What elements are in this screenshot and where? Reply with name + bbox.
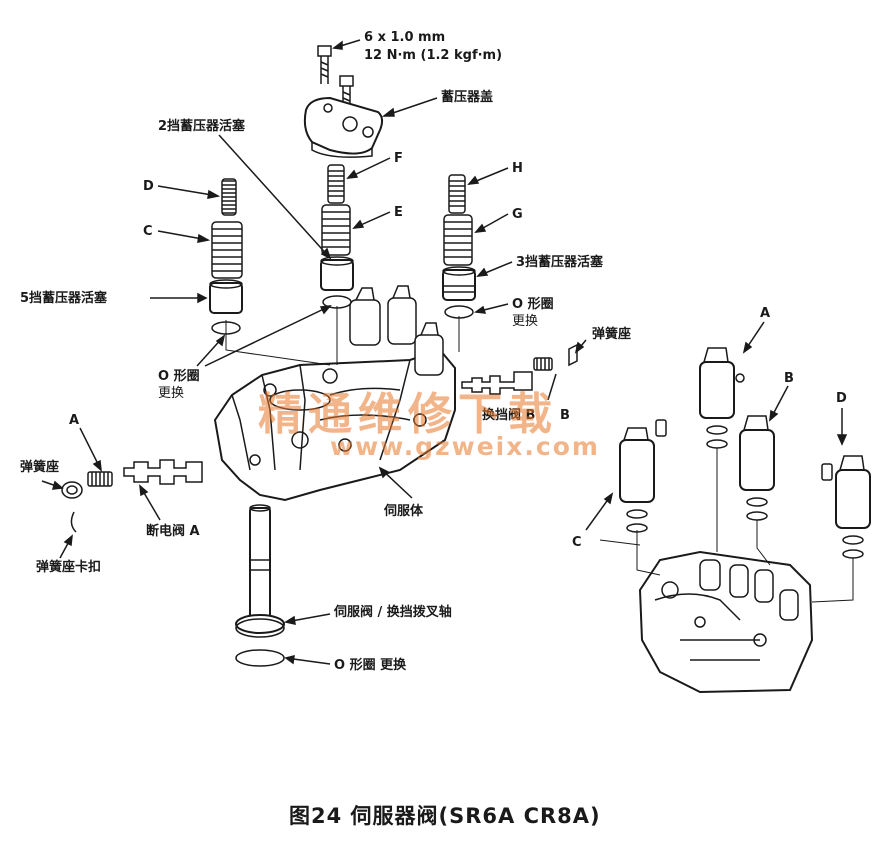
label-solenoid-a: A: [760, 306, 771, 321]
label-solenoid-c: C: [572, 535, 582, 550]
label-spring-seat-clip: 弹簧座卡扣: [36, 560, 102, 575]
label-solenoid-b: B: [784, 371, 794, 386]
label-cutoff-valve-a: 断电阀 A: [146, 524, 200, 539]
label-shift-valve-b: 换挡阀 B: [482, 408, 536, 423]
label-servo-valve-shaft: 伺服阀 / 换挡拨叉轴: [334, 605, 452, 620]
label-piston-5th: 5挡蓄压器活塞: [20, 291, 108, 306]
shift-valve-b: [461, 339, 587, 401]
label-piston-3rd: 3挡蓄压器活塞: [516, 255, 604, 270]
solenoid-d: [821, 408, 871, 559]
label-piston-2nd: 2挡蓄压器活塞: [158, 119, 246, 134]
piston-2nd: [320, 256, 354, 309]
label-solenoid-d: D: [836, 391, 847, 406]
bolt-spec-torque: 12 N·m (1.2 kgf·m): [364, 48, 503, 63]
figure-caption: 图24 伺服器阀(SR6A CR8A): [289, 804, 601, 828]
label-spring-d: D: [143, 179, 154, 194]
label-b-right: B: [560, 408, 570, 423]
label-oring-right-replace: 更换: [512, 314, 539, 329]
watermark-url: www.gzweix.com: [330, 432, 600, 461]
solenoid-b: [739, 385, 789, 521]
lower-valve-body: [638, 550, 814, 694]
label-oring-bottom: O 形圈 更换: [334, 658, 407, 673]
spring-leaders: [157, 157, 509, 243]
guide-lines: [225, 306, 460, 366]
label-spring-c: C: [143, 224, 153, 239]
label-oring-left-replace: 更换: [158, 386, 185, 401]
label-spring-f: F: [394, 151, 403, 166]
spring-c: [211, 221, 243, 279]
piston-leaders: [150, 134, 513, 314]
bolt-spec-size: 6 x 1.0 mm: [364, 30, 446, 45]
oring-leaders-left: [196, 305, 332, 367]
cutoff-valve-a: [41, 427, 203, 559]
label-a-left: A: [69, 413, 80, 428]
label-servo-body: 伺服体: [384, 504, 424, 519]
piston-3rd: [442, 266, 476, 319]
label-accumulator-cover: 蓄压器盖: [441, 90, 494, 105]
servo-body: [213, 285, 456, 502]
label-oring-left: O 形圈: [158, 369, 200, 384]
solenoid-a: [699, 321, 765, 449]
label-spring-g: G: [512, 207, 523, 222]
spring-e: [321, 204, 351, 256]
watermark-chinese: 精通维修下载: [258, 389, 558, 440]
spring-f: [327, 164, 345, 204]
spring-g: [443, 214, 473, 266]
label-oring-right: O 形圈: [512, 297, 554, 312]
label-spring-h: H: [512, 161, 523, 176]
label-spring-seat-left: 弹簧座: [20, 460, 60, 475]
solenoid-c: [585, 419, 667, 533]
accumulator-cover: [303, 96, 384, 158]
right-guide-lines: [599, 448, 854, 603]
servo-valve-shaft: [235, 504, 331, 667]
spring-d: [221, 178, 237, 216]
spring-h: [448, 174, 466, 214]
label-spring-seat-right: 弹簧座: [592, 327, 632, 342]
label-spring-e: E: [394, 205, 403, 220]
